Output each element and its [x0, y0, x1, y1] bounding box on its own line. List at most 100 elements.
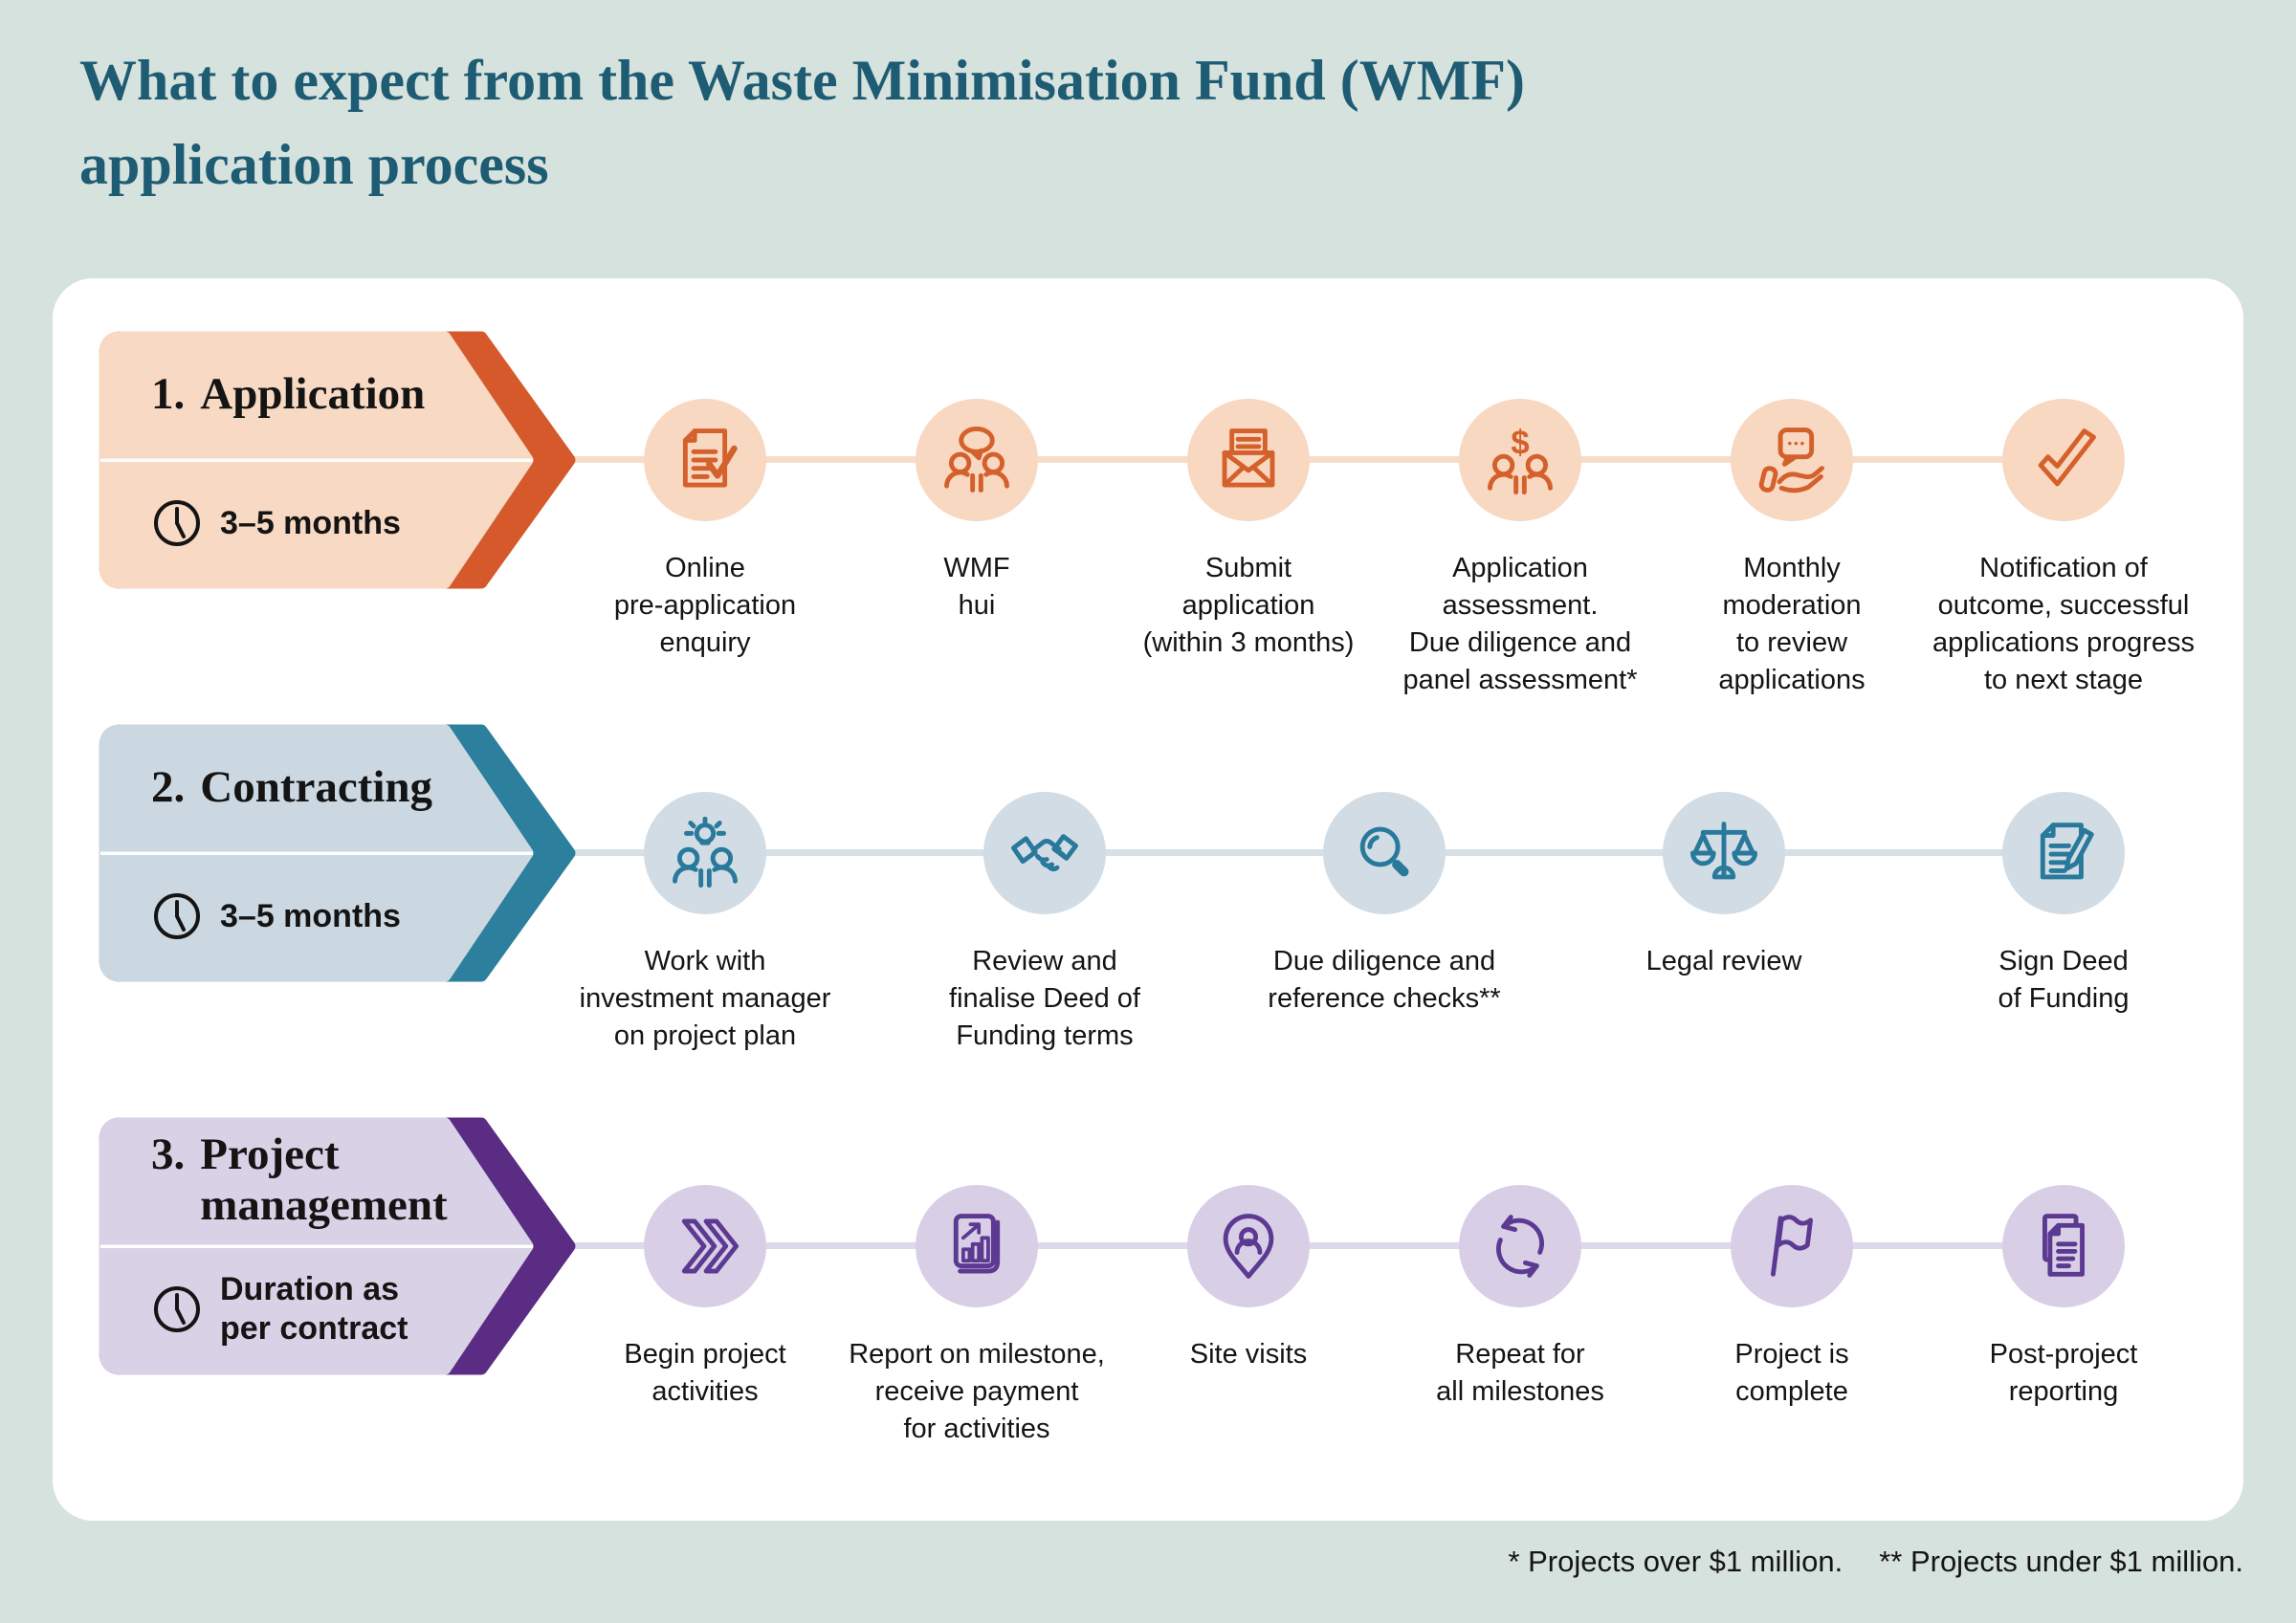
step-label: Repeat for all milestones [1436, 1339, 1604, 1407]
document-check-icon [682, 428, 738, 488]
stage-title: 3. Project management [151, 1117, 505, 1257]
step-label: Due diligence and reference checks** [1268, 946, 1501, 1014]
step-label: Legal review [1645, 946, 1802, 976]
step-icon-bubble [1187, 399, 1310, 521]
step-label: Begin project activities [624, 1339, 786, 1407]
step-icon-bubble [983, 792, 1106, 914]
handshake-icon [1010, 834, 1079, 872]
page-title-line2: application process [79, 133, 549, 196]
svg-text:$: $ [1511, 425, 1529, 461]
footnote-over-1m: * Projects over $1 million. [1508, 1545, 1843, 1578]
documents-icon [2042, 1214, 2085, 1277]
stage-title: 2. Contracting [151, 724, 505, 851]
process-card: Online pre-application enquiry WMF hui [53, 278, 2243, 1521]
step-label: WMF hui [943, 553, 1010, 621]
step-label: Report on milestone, receive payment for… [849, 1339, 1105, 1444]
step: WMF hui [824, 399, 1130, 625]
step-icon-bubble [1459, 1185, 1581, 1307]
stage-duration: 3–5 months [151, 462, 515, 584]
stage-duration-text: Duration as per contract [220, 1271, 408, 1347]
arrow-shape [99, 724, 576, 982]
envelope-letter-icon [1222, 428, 1275, 488]
step-label: Application assessment. Due diligence an… [1402, 553, 1638, 695]
step-icon-bubble [916, 1185, 1038, 1307]
page-title-line1: What to expect from the Waste Minimisati… [79, 49, 1525, 112]
step: Online pre-application enquiry [552, 399, 858, 662]
people-dollar-icon: $ [1488, 425, 1553, 495]
step: Site visits [1095, 1185, 1402, 1373]
checkmark-icon [2038, 428, 2096, 487]
step: Due diligence and reference checks** [1231, 792, 1537, 1018]
stage-number: 1. [151, 369, 186, 419]
step: Work with investment manager on project … [552, 792, 858, 1055]
stage-duration: 3–5 months [151, 855, 515, 977]
step-label: Project is complete [1734, 1339, 1849, 1407]
arrow-shape [99, 1117, 576, 1375]
hand-speech-bubble-icon [1758, 428, 1824, 493]
stage-contracting: Work with investment manager on project … [53, 724, 2243, 1051]
step-label: Sign Deed of Funding [1998, 946, 2130, 1014]
stage-number: 3. [151, 1130, 186, 1179]
step-label: Submit application (within 3 months) [1142, 553, 1355, 658]
scales-icon [1689, 822, 1758, 880]
step: Repeat for all milestones [1367, 1185, 1673, 1411]
people-speech-bubble-icon [944, 426, 1009, 493]
stage-project-management: Begin project activities Report on miles… [53, 1117, 2243, 1444]
stage-duration-text: 3–5 months [220, 504, 401, 541]
step: Sign Deed of Funding [1910, 792, 2217, 1018]
stage-title: 1. Application [151, 331, 505, 458]
step: Project is complete [1639, 1185, 1945, 1411]
step-icon-bubble [1731, 399, 1853, 521]
clock-icon [154, 893, 200, 939]
step: Report on milestone, receive payment for… [824, 1185, 1130, 1448]
stage-duration-text: 3–5 months [220, 897, 401, 934]
step-icon-bubble [644, 1185, 766, 1307]
step-icon-bubble [916, 399, 1038, 521]
step-label: Post-project reporting [1989, 1339, 2138, 1407]
step-icon-bubble: $ [1459, 399, 1581, 521]
stage-number: 2. [151, 762, 186, 812]
clock-icon [154, 500, 200, 546]
stage2-header-arrow: 2. Contracting 3–5 months [99, 724, 582, 982]
stage-duration: Duration as per contract [151, 1248, 515, 1371]
step-icon-bubble [2002, 792, 2125, 914]
step-label: Site visits [1189, 1339, 1308, 1370]
step-icon-bubble [1187, 1185, 1310, 1307]
step: Submit application (within 3 months) [1095, 399, 1402, 662]
stage-application: Online pre-application enquiry WMF hui [53, 331, 2243, 695]
document-chart-icon [953, 1214, 1001, 1274]
step: Begin project activities [552, 1185, 858, 1411]
stage-name: Project management [200, 1130, 448, 1230]
step: $ Application assessment. Due diligence … [1367, 399, 1673, 699]
magnifier-icon [1359, 826, 1409, 877]
step-icon-bubble [2002, 399, 2125, 521]
step-icon-bubble [1663, 792, 1785, 914]
location-pin-person-icon [1223, 1214, 1274, 1279]
step-icon-bubble [644, 399, 766, 521]
page-title: What to expect from the Waste Minimisati… [79, 38, 1525, 207]
stage3-header-arrow: 3. Project management Duration as per co… [99, 1117, 582, 1375]
step: Notification of outcome, successful appl… [1910, 399, 2217, 699]
stage-name: Contracting [200, 762, 433, 812]
stage-name: Application [200, 369, 426, 419]
step-label: Monthly moderation to review application… [1718, 553, 1866, 695]
repeat-arrows-icon [1496, 1215, 1544, 1278]
people-lightbulb-icon [673, 817, 738, 888]
footnote-under-1m: ** Projects under $1 million. [1879, 1545, 2243, 1578]
step: Post-project reporting [1910, 1185, 2217, 1411]
step-label: Review and finalise Deed of Funding term… [949, 946, 1140, 1051]
flag-icon [1771, 1215, 1813, 1277]
step-label: Online pre-application enquiry [613, 553, 797, 658]
step-label: Work with investment manager on project … [579, 946, 831, 1051]
document-pen-icon [2040, 822, 2094, 880]
step-icon-bubble [644, 792, 766, 914]
step: Review and finalise Deed of Funding term… [892, 792, 1198, 1055]
step-icon-bubble [1323, 792, 1446, 914]
clock-icon [154, 1286, 200, 1332]
step-icon-bubble [1731, 1185, 1853, 1307]
footnotes: * Projects over $1 million. ** Projects u… [53, 1545, 2243, 1579]
step: Monthly moderation to review application… [1639, 399, 1945, 699]
double-chevron-icon [681, 1218, 740, 1274]
arrow-shape [99, 331, 576, 589]
step-label: Notification of outcome, successful appl… [1932, 553, 2196, 695]
